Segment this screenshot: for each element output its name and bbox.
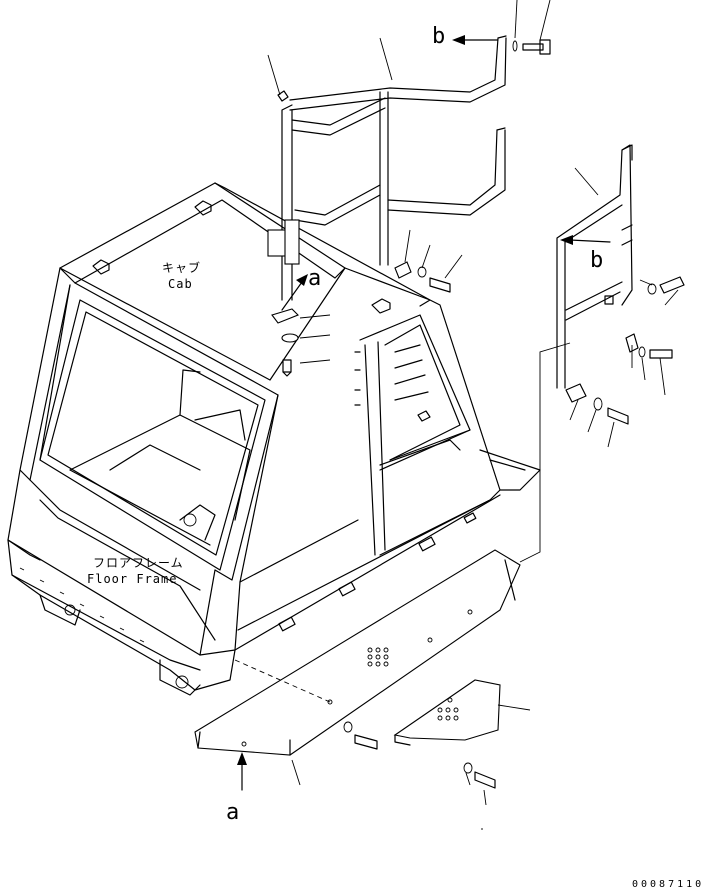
fasteners [271, 39, 685, 789]
cab-label-en: Cab [168, 277, 193, 291]
handrail-right [556, 144, 639, 403]
ref-b-top: b [432, 24, 446, 49]
cab-assembly [7, 182, 541, 696]
handrail-top [267, 35, 507, 301]
reference-arrows [237, 35, 611, 791]
ref-b-right: b [590, 248, 604, 273]
leader-lines [234, 0, 679, 830]
floor-frame-label-en: Floor Frame [87, 572, 178, 586]
ref-a-top: a [308, 266, 322, 291]
floor-frame-label-jp: フロアフレーム [93, 556, 184, 570]
floor-plates [194, 549, 521, 756]
ref-a-bottom: a [226, 800, 240, 825]
drawing-number: 00087110 [632, 879, 705, 890]
cab-label-jp: キャブ [162, 261, 202, 275]
